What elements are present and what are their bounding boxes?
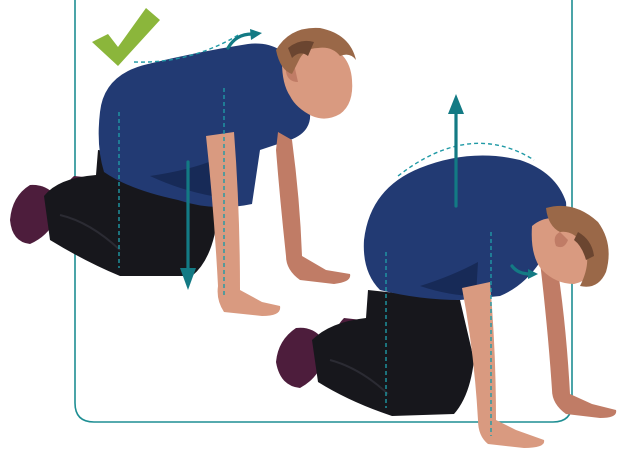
- left-figure-rear-arm: [276, 132, 350, 284]
- arrow-down-icon: [180, 268, 196, 290]
- curved-arrow-icon-head: [250, 29, 262, 40]
- figure-left: [10, 28, 356, 316]
- arrow-up-icon: [448, 94, 464, 114]
- right-figure-front-arm: [462, 282, 544, 448]
- check-icon: [92, 8, 160, 66]
- right-figure-trousers: [312, 290, 474, 416]
